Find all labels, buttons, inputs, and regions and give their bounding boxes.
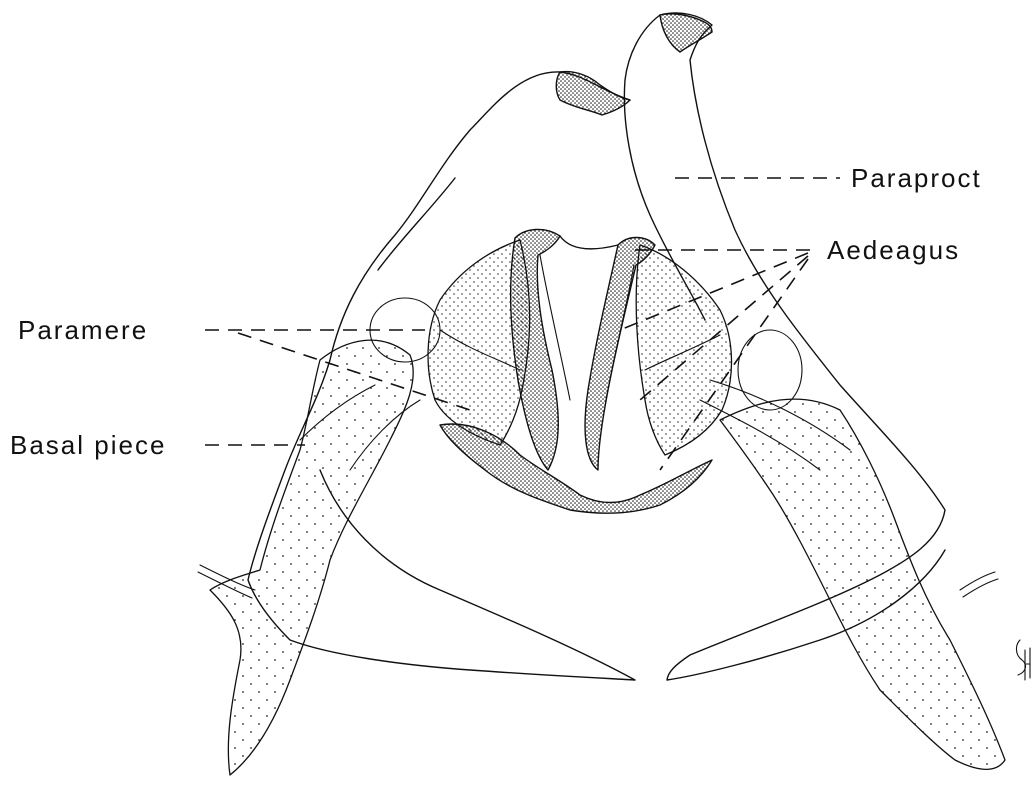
label-aedeagus: Aedeagus: [827, 235, 960, 265]
label-basal-piece: Basal piece: [10, 430, 166, 460]
label-paraproct: Paraproct: [851, 163, 982, 193]
right-basal-piece: [700, 330, 1005, 769]
parameres: [428, 240, 731, 455]
artist-signature: [1016, 640, 1030, 680]
left-basal-piece: [198, 298, 440, 775]
label-paramere: Paramere: [18, 315, 148, 345]
